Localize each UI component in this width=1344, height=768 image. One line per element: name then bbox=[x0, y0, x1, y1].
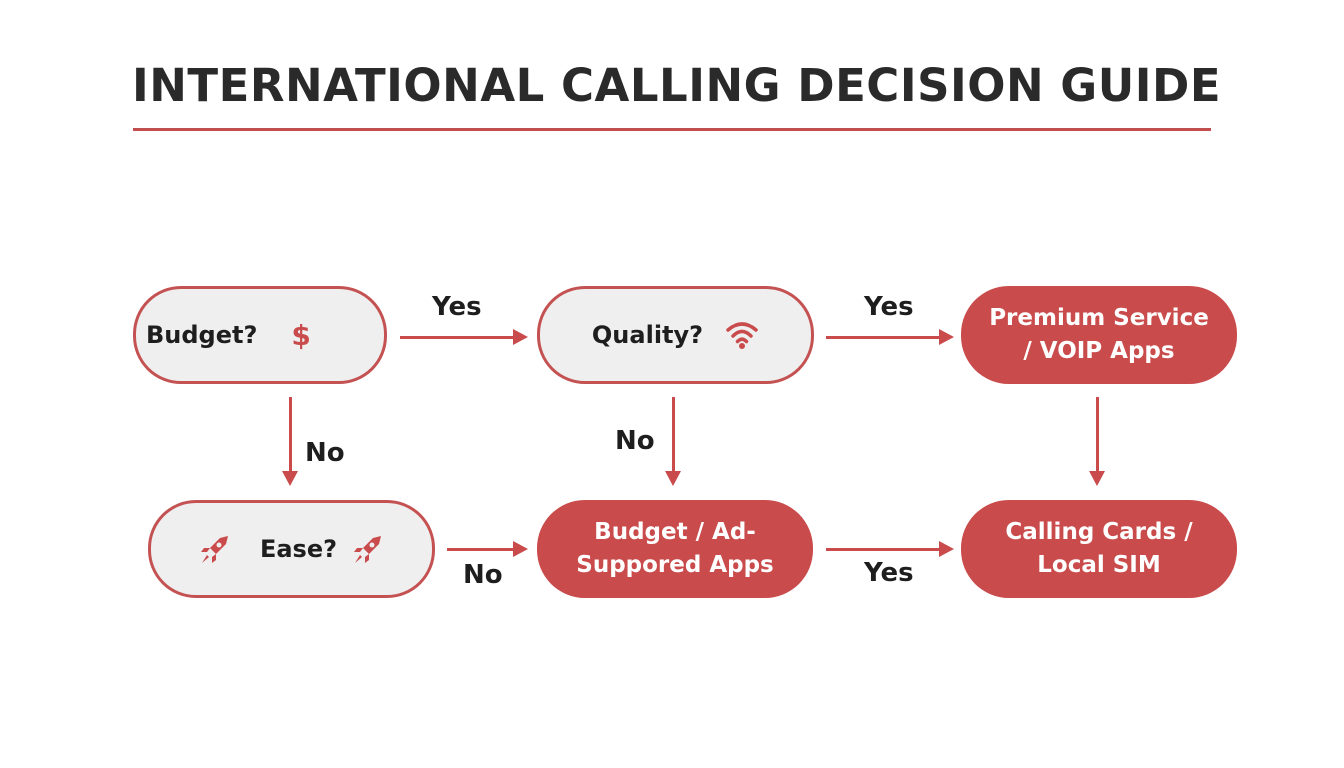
rocket-icon bbox=[351, 532, 385, 566]
edge-label-no: No bbox=[463, 560, 503, 590]
wifi-icon bbox=[725, 320, 759, 350]
title-underline bbox=[133, 128, 1211, 131]
node-ease: Ease? bbox=[148, 500, 435, 598]
edge-label-yes: Yes bbox=[432, 292, 482, 322]
node-budget-label: Budget? bbox=[146, 321, 258, 349]
node-budget: Budget? $ bbox=[133, 286, 387, 384]
dollar-icon: $ bbox=[291, 318, 311, 352]
node-premium-line1: Premium Service bbox=[989, 305, 1209, 331]
node-ease-label: Ease? bbox=[259, 535, 338, 563]
page-title: INTERNATIONAL CALLING DECISION GUIDE bbox=[132, 59, 1222, 112]
node-budget-apps-line1: Budget / Ad- bbox=[594, 519, 756, 545]
node-quality-label: Quality? bbox=[591, 321, 704, 349]
edge-label-no: No bbox=[615, 426, 655, 456]
edge-label-no: No bbox=[305, 438, 345, 468]
edge-label-yes: Yes bbox=[864, 292, 914, 322]
node-quality: Quality? bbox=[537, 286, 814, 384]
edge-label-yes: Yes bbox=[864, 558, 914, 588]
node-budget-apps: Budget / Ad- Suppored Apps bbox=[537, 500, 813, 598]
node-calling-cards: Calling Cards / Local SIM bbox=[961, 500, 1237, 598]
node-calling-cards-line2: Local SIM bbox=[1037, 552, 1161, 578]
node-premium-line2: / VOIP Apps bbox=[1023, 338, 1175, 364]
node-budget-apps-line2: Suppored Apps bbox=[576, 552, 774, 578]
node-premium-service: Premium Service / VOIP Apps bbox=[961, 286, 1237, 384]
node-calling-cards-line1: Calling Cards / bbox=[1005, 519, 1193, 545]
rocket-icon bbox=[198, 532, 232, 566]
